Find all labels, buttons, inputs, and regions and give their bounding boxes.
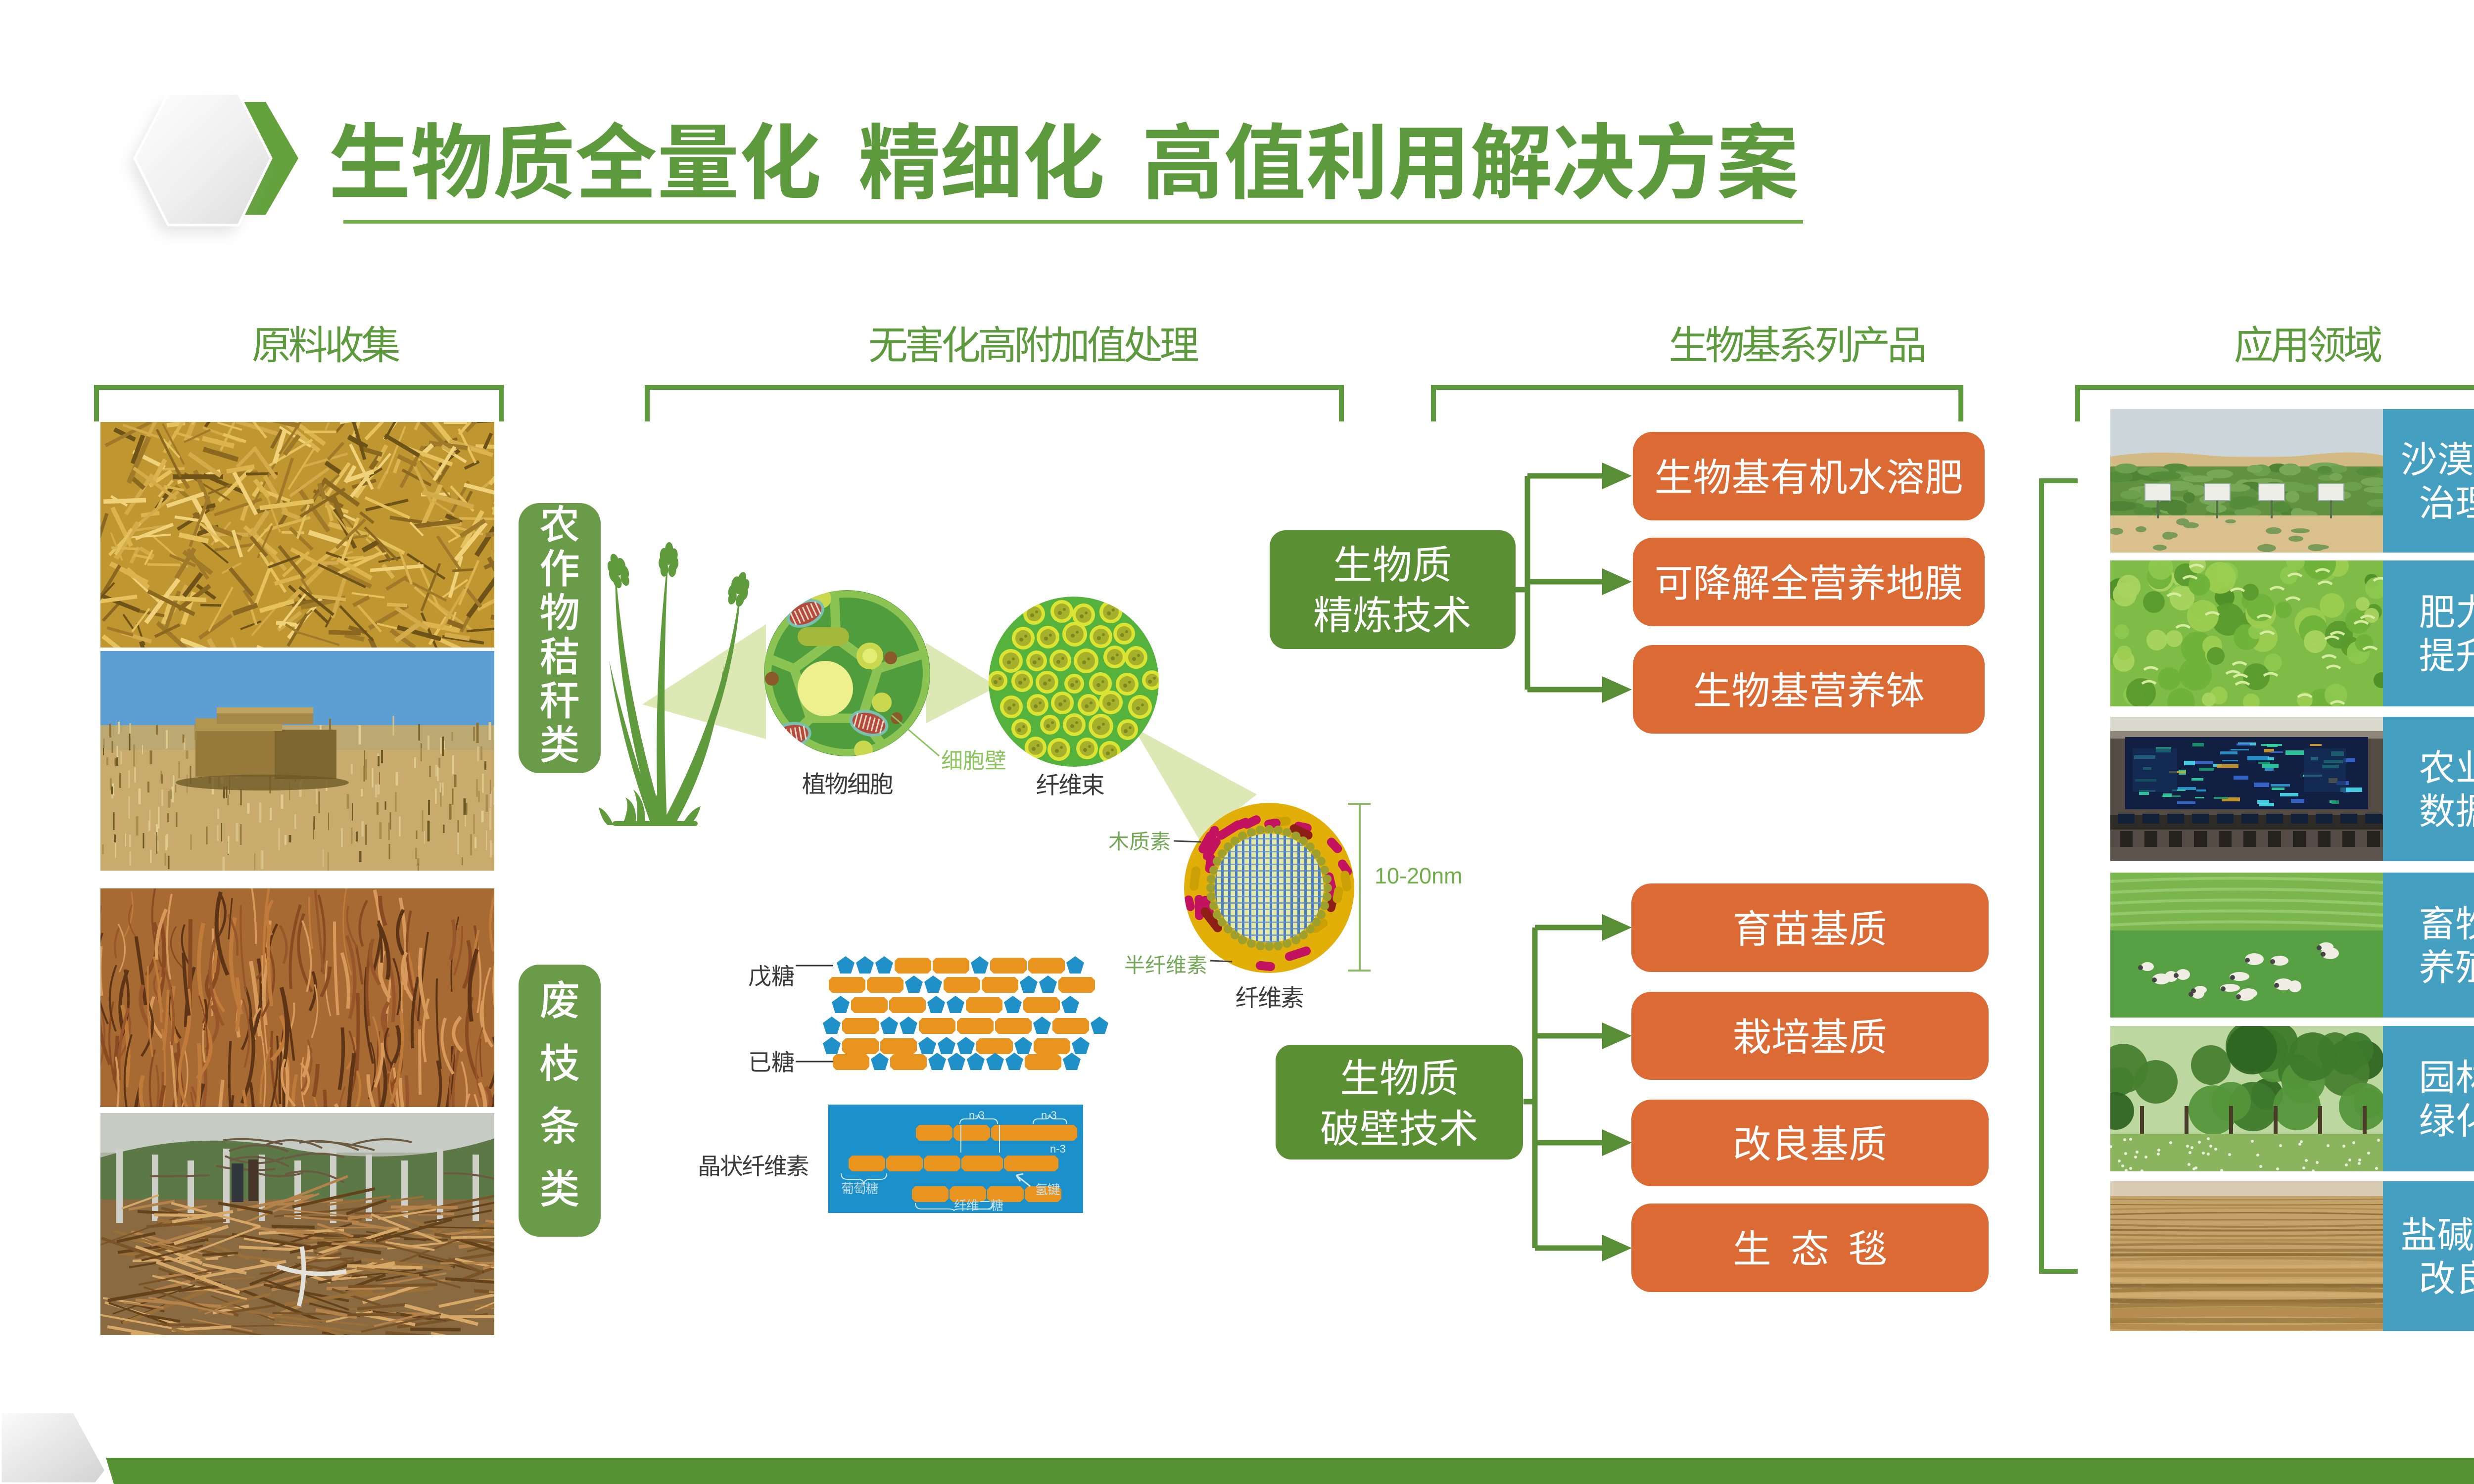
svg-text:10-20nm: 10-20nm	[1375, 863, 1463, 888]
svg-text:n-3: n-3	[969, 1109, 985, 1121]
svg-text:n-3: n-3	[1050, 1143, 1066, 1155]
svg-text:n-3: n-3	[1041, 1109, 1057, 1121]
